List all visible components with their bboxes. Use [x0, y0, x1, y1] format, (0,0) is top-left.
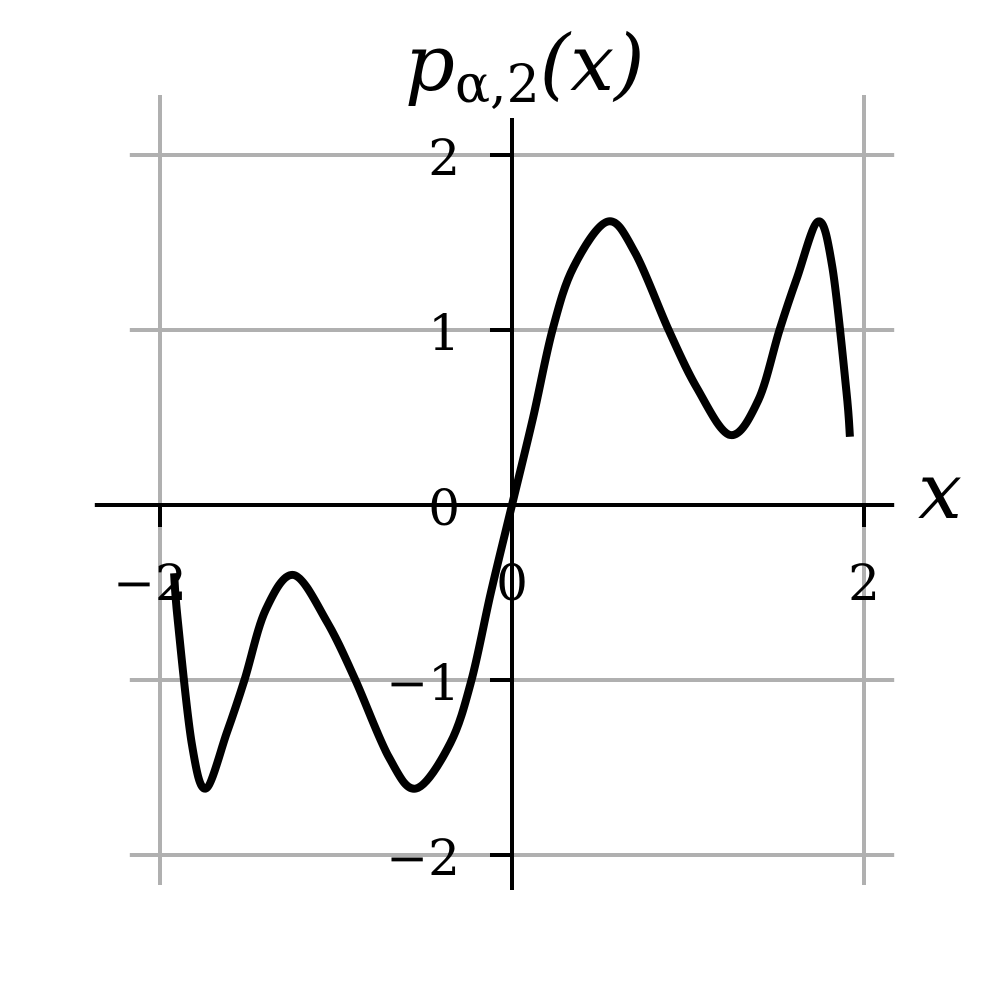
- y-tick-label: 1: [428, 304, 460, 362]
- title-main: p: [405, 19, 455, 109]
- x-axis-label: x: [918, 447, 962, 537]
- y-tick-label: −1: [386, 654, 460, 712]
- chart-title: pα,2(x): [405, 19, 645, 115]
- y-tick-label: 0: [428, 479, 460, 537]
- x-tick-label: 2: [848, 554, 880, 612]
- y-tick-label: −2: [386, 829, 460, 887]
- y-tick-label: 2: [428, 129, 460, 187]
- title-sub: α,2: [455, 55, 540, 115]
- title-arg: (x): [540, 19, 645, 109]
- series-line: [170, 217, 854, 793]
